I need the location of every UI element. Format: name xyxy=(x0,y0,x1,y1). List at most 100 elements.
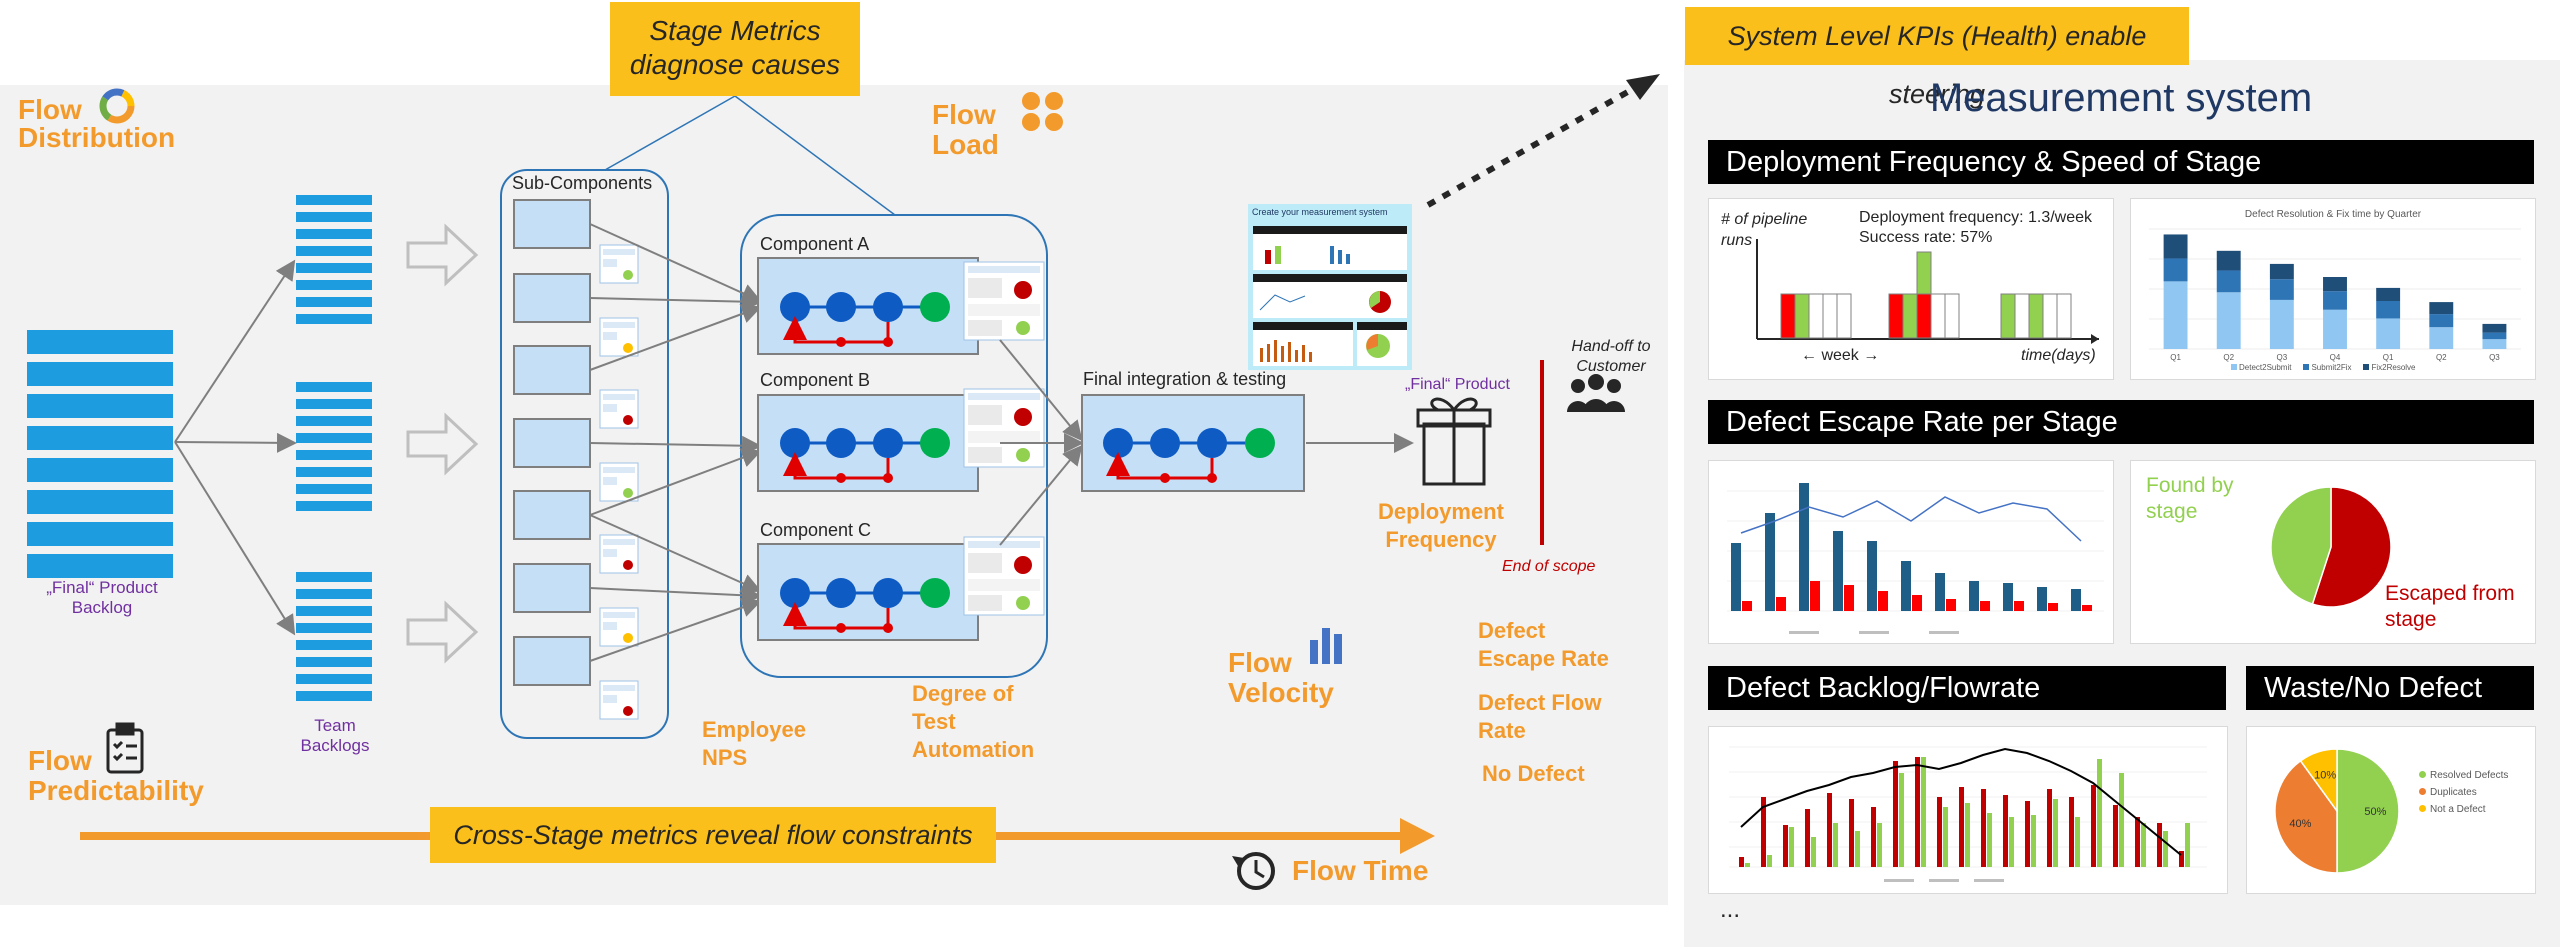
component-c-label: Component C xyxy=(760,520,872,540)
flow-predictability-label: Flow Predictability xyxy=(28,745,204,806)
waste-card: 50%40%10% Resolved Defects Duplicates No… xyxy=(2246,726,2536,894)
final-integration-label: Final integration & testing xyxy=(1083,369,1287,389)
pipeline-runs-chart xyxy=(1756,239,2099,344)
flow-time-label: Flow Time xyxy=(1292,855,1429,886)
legend-fix2resolve: Fix2Resolve xyxy=(2363,363,2416,372)
flow-diagram xyxy=(27,74,1660,890)
pie-slice-1 xyxy=(2270,486,2332,606)
legend-resolved: Resolved Defects xyxy=(2419,767,2508,784)
bar-fix2resolve-3 xyxy=(2323,277,2347,292)
team-backlog-stack-2 xyxy=(296,382,372,511)
component-c-pipeline xyxy=(757,536,1045,641)
component-a-label: Component A xyxy=(760,234,870,254)
tick-label: Q3 xyxy=(2277,353,2288,362)
deployment-frequency-label: Deployment Frequency xyxy=(1378,499,1504,552)
more-ellipsis: ... xyxy=(1720,896,1741,923)
defect-backlog-card xyxy=(1708,726,2228,894)
thumbnail-title: Create your measurement system xyxy=(1252,207,1388,217)
success-rate-text: Success rate: 57% xyxy=(1859,229,1993,246)
pie-data-label-1: 40% xyxy=(2289,818,2311,830)
bar-submit2fix-5 xyxy=(2429,314,2454,328)
system-kpi-callout: System Level KPIs (Health) enable steeri… xyxy=(1685,7,2189,109)
bar-submit2fix-4 xyxy=(2376,301,2401,319)
mini-dashboards xyxy=(599,244,639,720)
flow-load-label: Flow Load xyxy=(932,99,999,160)
pie-slice-1 xyxy=(2274,759,2338,874)
pipeline-runs-card: # of pipeline runs Deployment frequency:… xyxy=(1708,198,2114,380)
defect-resolution-title: Defect Resolution & Fix time by Quarter xyxy=(2244,209,2422,220)
component-a-pipeline xyxy=(757,257,1045,355)
bar-chart-icon xyxy=(1310,628,1342,664)
legend-not-a-defect: Not a Defect xyxy=(2419,801,2508,818)
bar-submit2fix-0 xyxy=(2163,258,2188,282)
handoff-label: Hand-off to Customer xyxy=(1571,338,1651,375)
bar-detect2submit-5 xyxy=(2429,327,2454,349)
panel-defect-escape-header: Defect Escape Rate per Stage xyxy=(1708,400,2534,444)
waste-pie: 50%40%10% xyxy=(2274,748,2400,874)
found-by-stage-label: Found by stage xyxy=(2146,474,2234,523)
deployment-frequency-text: Deployment frequency: 1.3/week xyxy=(1859,209,2093,226)
tick-label: Q3 xyxy=(2489,353,2500,362)
tick-label: Q4 xyxy=(2330,353,2341,362)
team-backlogs-label: Team Backlogs xyxy=(300,716,370,755)
hollow-arrow-3 xyxy=(406,600,479,664)
panel-waste-header: Waste/No Defect xyxy=(2246,666,2534,710)
pie-slice-0 xyxy=(2311,486,2392,608)
final-integration-pipeline xyxy=(1081,394,1305,492)
component-b-label: Component B xyxy=(760,370,871,390)
pie-slice-0 xyxy=(2336,748,2400,874)
bar-detect2submit-4 xyxy=(2376,318,2401,349)
bar-submit2fix-3 xyxy=(2323,291,2347,310)
bar-fix2resolve-5 xyxy=(2429,302,2454,315)
panel-defect-backlog-header: Defect Backlog/Flowrate xyxy=(1708,666,2226,710)
defect-escape-chart xyxy=(1727,483,2104,634)
cross-stage-callout: Cross-Stage metrics reveal flow constrai… xyxy=(430,807,996,863)
hollow-arrow-1 xyxy=(406,223,479,287)
pie-data-label-2: 10% xyxy=(2314,769,2336,781)
final-product-label: „Final“ Product xyxy=(1405,376,1510,393)
measurement-system-title: Measurement system xyxy=(1929,76,2313,120)
bar-detect2submit-6 xyxy=(2482,339,2507,349)
defect-resolution-card: Defect Resolution & Fix time by Quarter … xyxy=(2130,198,2536,380)
flow-distribution-label: Flow Distribution xyxy=(18,94,176,153)
bar-fix2resolve-1 xyxy=(2216,250,2241,271)
legend-submit2fix: Submit2Fix xyxy=(2303,363,2351,372)
bar-detect2submit-0 xyxy=(2163,281,2188,349)
bar-detect2submit-2 xyxy=(2269,299,2294,349)
tick-label: Q1 xyxy=(2383,353,2394,362)
customers-icon xyxy=(1567,374,1625,412)
test-automation-label: Degree of Test Automation xyxy=(912,681,1035,762)
clipboard-icon xyxy=(106,722,144,774)
bar-fix2resolve-4 xyxy=(2376,287,2401,301)
component-b-pipeline xyxy=(757,388,1045,492)
stage-metrics-callout: Stage Metrics diagnose causes xyxy=(610,2,860,96)
pipeline-runs-ylabel: # of pipeline runs xyxy=(1721,211,1808,249)
end-of-scope-label: End of scope xyxy=(1502,558,1596,575)
escaped-from-stage-label: Escaped from stage xyxy=(2385,582,2515,631)
found-escaped-card: Found by stage Escaped from stage xyxy=(2130,460,2536,644)
employee-nps-label: Employee NPS xyxy=(702,717,806,770)
bar-detect2submit-3 xyxy=(2323,309,2347,349)
pie-slice-2 xyxy=(2299,748,2338,814)
donut-icon xyxy=(99,88,135,124)
bar-fix2resolve-0 xyxy=(2163,234,2188,259)
defect-escape-chart-card xyxy=(1708,460,2114,644)
product-backlog-stack xyxy=(27,330,173,578)
dotted-arrow xyxy=(1426,82,1642,208)
defect-backlog-chart xyxy=(1729,746,2207,882)
hollow-arrow-2 xyxy=(406,412,479,476)
defect-flow-rate-label: Defect Flow Rate xyxy=(1478,690,1602,743)
team-backlog-stack-1 xyxy=(296,195,372,324)
time-label: time(days) xyxy=(2021,347,2096,364)
sub-components-label: Sub-Components xyxy=(512,173,653,193)
panel-deployment-frequency-header: Deployment Frequency & Speed of Stage xyxy=(1708,140,2534,184)
product-backlog-label: „Final“ Product Backlog xyxy=(46,578,158,617)
tick-label: Q2 xyxy=(2223,353,2234,362)
dots-grid-icon xyxy=(1022,92,1063,131)
bar-submit2fix-1 xyxy=(2216,270,2241,293)
gift-icon xyxy=(1416,397,1492,486)
measurement-system-thumbnail xyxy=(1248,204,1412,370)
tick-label: Q2 xyxy=(2436,353,2447,362)
bar-fix2resolve-2 xyxy=(2269,263,2294,280)
